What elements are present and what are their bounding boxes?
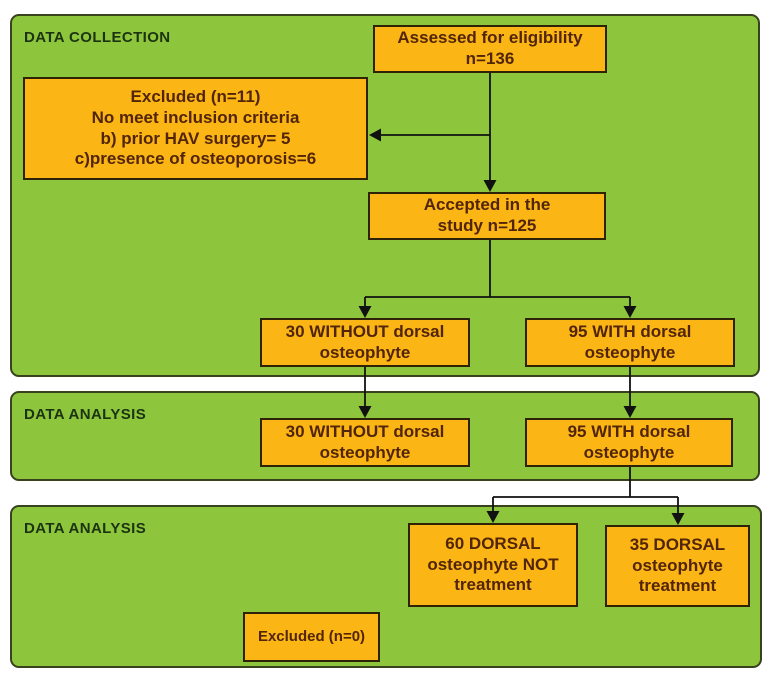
panel-data-analysis-2-label: DATA ANALYSIS xyxy=(24,520,147,537)
node-60-dorsal-not-treatment: 60 DORSAL osteophyte NOT treatment xyxy=(408,523,578,607)
node-excluded-n0: Excluded (n=0) xyxy=(243,612,380,662)
node-assessed-eligibility: Assessed for eligibility n=136 xyxy=(373,25,607,73)
node-excluded-n11: Excluded (n=11) No meet inclusion criter… xyxy=(23,77,368,180)
node-95-with-dorsal-analysis: 95 WITH dorsal osteophyte xyxy=(525,418,733,467)
node-35-dorsal-treatment: 35 DORSAL osteophyte treatment xyxy=(605,525,750,607)
node-30-without-dorsal-collection: 30 WITHOUT dorsal osteophyte xyxy=(260,318,470,367)
node-30-without-dorsal-analysis: 30 WITHOUT dorsal osteophyte xyxy=(260,418,470,467)
panel-data-analysis-1-label: DATA ANALYSIS xyxy=(24,406,147,423)
node-accepted-study: Accepted in the study n=125 xyxy=(368,192,606,240)
node-95-with-dorsal-collection: 95 WITH dorsal osteophyte xyxy=(525,318,735,367)
panel-data-collection-label: DATA COLLECTION xyxy=(24,29,171,46)
